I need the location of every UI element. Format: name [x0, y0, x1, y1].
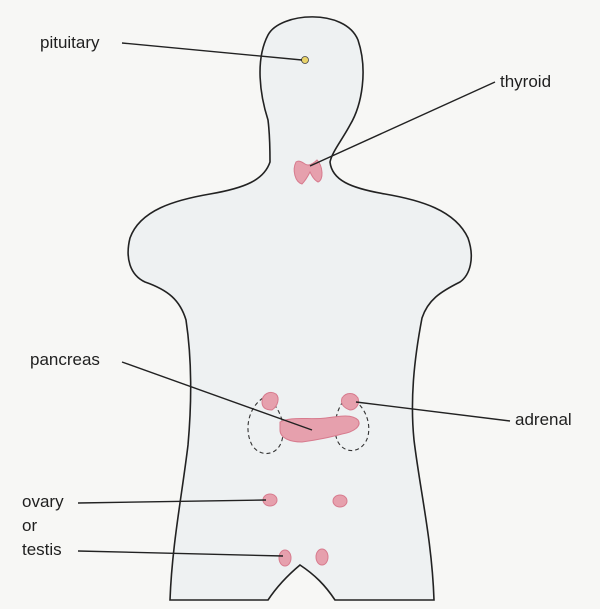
label-adrenal: adrenal [515, 410, 572, 430]
right-testis [316, 549, 328, 565]
label-thyroid: thyroid [500, 72, 551, 92]
left-testis [279, 550, 291, 566]
pituitary-gland [302, 57, 309, 64]
label-pancreas: pancreas [30, 350, 100, 370]
label-testis: testis [22, 540, 62, 560]
body-outline [128, 17, 471, 600]
right-ovary [333, 495, 347, 507]
label-pituitary: pituitary [40, 33, 100, 53]
label-ovary: ovary [22, 492, 64, 512]
label-or: or [22, 516, 37, 536]
